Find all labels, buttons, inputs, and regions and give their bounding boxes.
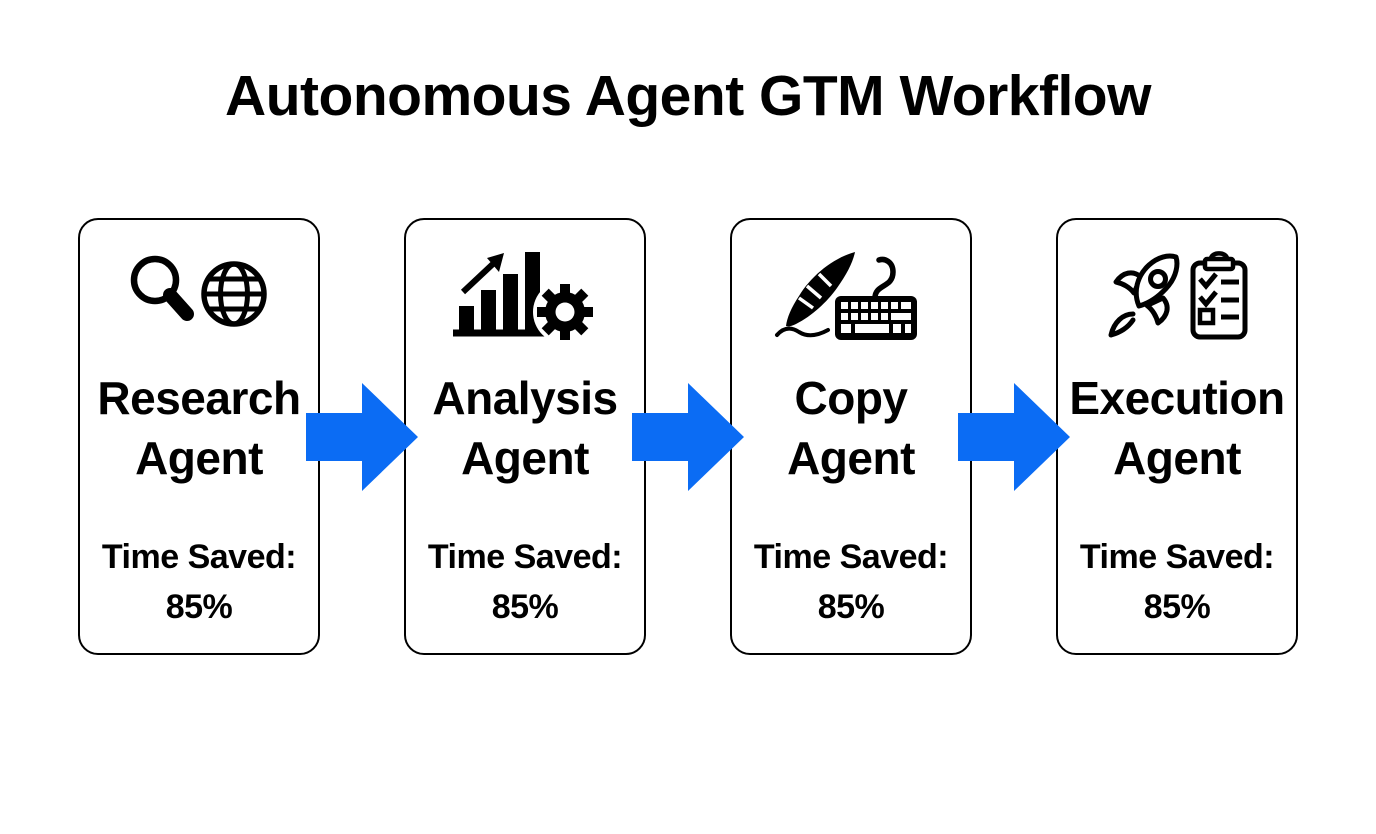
time-saved: Time Saved: 85% — [101, 532, 297, 632]
flow-arrow-icon — [958, 382, 1070, 491]
flow-arrow-icon — [632, 382, 744, 491]
agent-name: Research Agent — [97, 372, 301, 484]
checklist-clipboard-icon — [1190, 251, 1248, 340]
page-title: Autonomous Agent GTM Workflow — [225, 64, 1151, 128]
execution-icons — [1097, 246, 1257, 346]
gear-icon — [533, 280, 597, 344]
time-saved-label: Time Saved: — [427, 538, 623, 576]
time-saved-value: 85% — [165, 588, 233, 626]
search-magnifier-icon — [130, 255, 194, 321]
workflow-row: Research Agent Time Saved: 85% — [0, 218, 1376, 655]
time-saved-value: 85% — [817, 588, 885, 626]
agent-card-analysis: Analysis Agent Time Saved: 85% — [404, 218, 646, 655]
flow-arrow-icon — [306, 382, 418, 491]
time-saved-label: Time Saved: — [101, 538, 297, 576]
time-saved: Time Saved: 85% — [753, 532, 949, 632]
research-icons — [119, 246, 279, 346]
time-saved-value: 85% — [1143, 588, 1211, 626]
analysis-icons — [445, 246, 605, 346]
time-saved-label: Time Saved: — [1079, 538, 1275, 576]
time-saved-label: Time Saved: — [753, 538, 949, 576]
agent-name: Copy Agent — [787, 372, 915, 484]
keyboard-icon — [835, 256, 917, 340]
rocket-icon — [1108, 253, 1180, 338]
copy-icons — [771, 246, 931, 346]
agent-name: Analysis Agent — [432, 372, 618, 484]
time-saved: Time Saved: 85% — [1079, 532, 1275, 632]
globe-icon — [201, 261, 267, 327]
time-saved-value: 85% — [491, 588, 559, 626]
agent-card-research: Research Agent Time Saved: 85% — [78, 218, 320, 655]
agent-card-copy: Copy Agent Time Saved: 85% — [730, 218, 972, 655]
agent-card-execution: Execution Agent Time Saved: 85% — [1056, 218, 1298, 655]
agent-name: Execution Agent — [1069, 372, 1285, 484]
quill-feather-icon — [775, 252, 855, 338]
growth-bar-chart-icon — [453, 252, 549, 337]
time-saved: Time Saved: 85% — [427, 532, 623, 632]
